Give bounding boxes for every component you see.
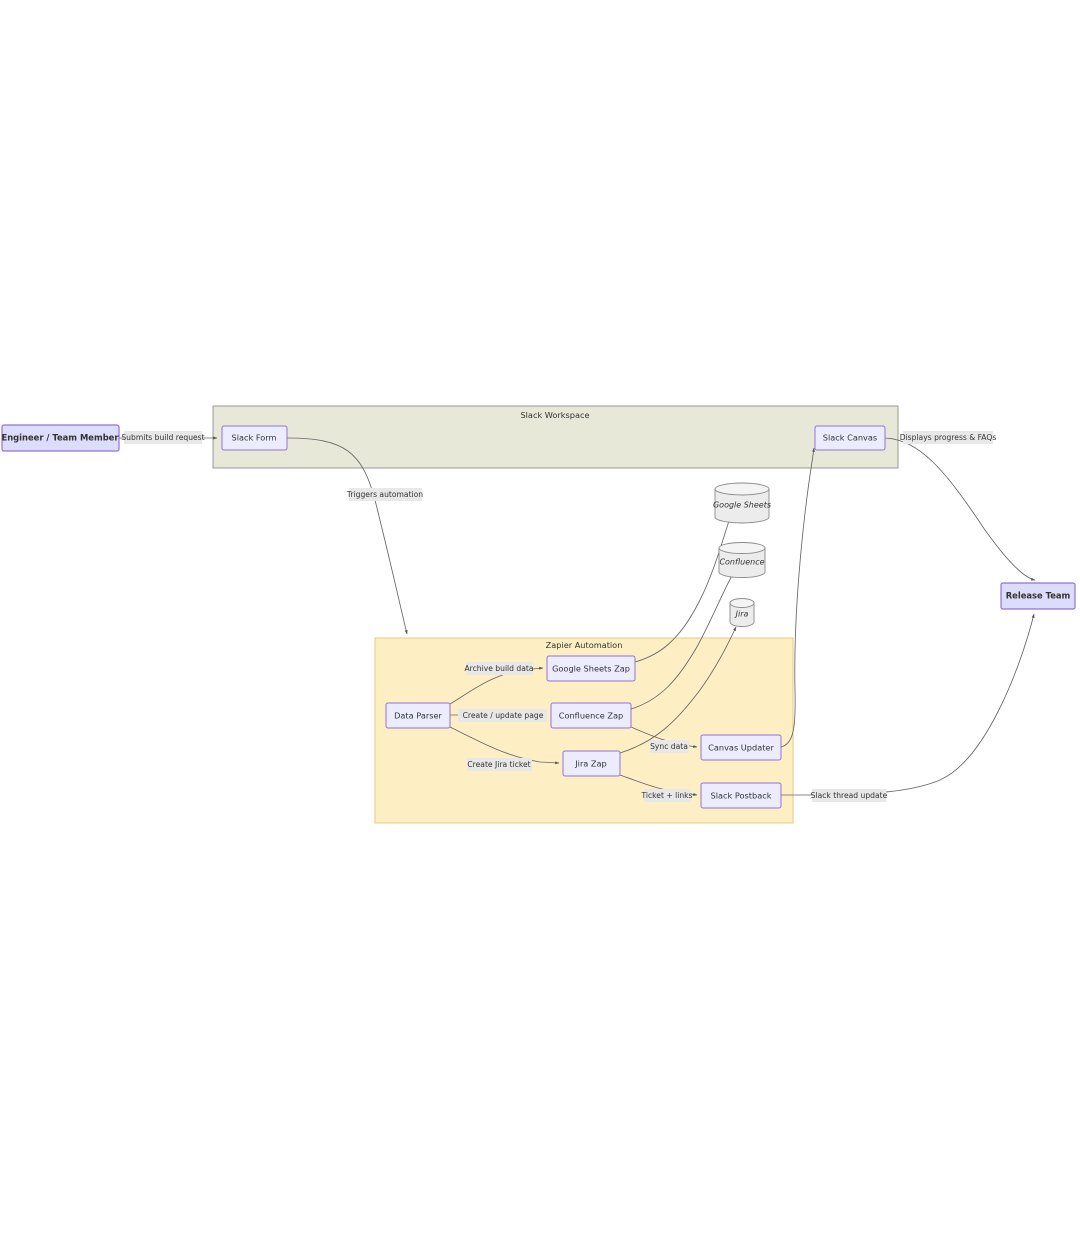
edge-label-submits-build-request: Submits build request — [121, 431, 205, 444]
google-sheets-zap-rect — [546, 655, 636, 682]
google-sheets-cylinder-top — [714, 482, 770, 496]
canvas-updater-label: Canvas Updater — [708, 743, 774, 753]
edge-label-text-e3: Archive build data — [464, 664, 533, 673]
edge-path-e12 — [884, 437, 1036, 581]
edge-path-e6 — [634, 517, 731, 663]
edge-canvas-updater-to-slack-canvas — [780, 447, 815, 748]
edge-path-e13 — [780, 613, 1035, 796]
google-sheets-zap-label: Google Sheets Zap — [552, 664, 630, 674]
node-confluence[interactable]: Confluence — [718, 542, 766, 578]
release-team-label: Release Team — [1006, 591, 1071, 601]
cluster-slack-workspace-rect — [212, 405, 899, 469]
confluence-cylinder-body — [718, 547, 766, 578]
edge-label-bg-e5 — [467, 758, 532, 771]
edge-path-e11 — [780, 447, 815, 748]
jira-label: Jira — [734, 610, 749, 619]
edge-label-text-e1: Submits build request — [121, 433, 204, 442]
confluence-zap-label: Confluence Zap — [559, 711, 623, 721]
data-parser-rect — [385, 702, 451, 729]
edge-displays-progress-and-faqs — [884, 437, 1036, 581]
edge-label-displays-progress-and-faqs: Displays progress & FAQs — [900, 431, 997, 444]
edge-label-text-e9: Sync data — [650, 742, 688, 751]
data-parser-label: Data Parser — [394, 711, 442, 721]
cluster-slack-workspace: Slack Workspace — [212, 405, 899, 469]
confluence-zap-rect — [550, 702, 632, 729]
edge-label-text-e4: Create / update page — [463, 711, 544, 720]
edge-label-bg-e10 — [644, 789, 691, 802]
edge-confluence-zap-to-confluence — [630, 573, 734, 710]
node-canvas-updater[interactable]: Canvas Updater — [700, 734, 782, 761]
cluster-slack-workspace-title: Slack Workspace — [520, 410, 589, 420]
edge-label-bg-e4 — [458, 709, 547, 722]
edge-label-text-e5: Create Jira ticket — [467, 760, 530, 769]
node-slack-postback[interactable]: Slack Postback — [700, 782, 782, 809]
edge-label-bg-e12 — [903, 431, 993, 444]
cluster-zapier-automation-title: Zapier Automation — [546, 640, 623, 650]
jira-cylinder-body — [729, 602, 755, 627]
node-jira[interactable]: Jira — [729, 598, 755, 627]
confluence-cylinder-top — [718, 542, 766, 554]
edge-slack-thread-update — [780, 613, 1035, 796]
jira-zap-label: Jira Zap — [574, 759, 607, 769]
node-data-parser[interactable]: Data Parser — [385, 702, 451, 729]
node-engineer-team-member[interactable]: Engineer / Team Member — [1, 424, 120, 452]
slack-form-rect — [221, 425, 288, 451]
edge-label-text-e12: Displays progress & FAQs — [900, 433, 997, 442]
slack-form-label: Slack Form — [232, 433, 277, 443]
node-release-team[interactable]: Release Team — [1000, 582, 1076, 610]
node-google-sheets-zap[interactable]: Google Sheets Zap — [546, 655, 636, 682]
canvas-updater-rect — [700, 734, 782, 761]
slack-postback-rect — [700, 782, 782, 809]
slack-postback-label: Slack Postback — [711, 791, 772, 801]
edge-label-sync-data: Sync data — [650, 740, 689, 753]
edge-path-e7 — [630, 573, 734, 710]
edge-jira-zap-to-jira — [619, 626, 737, 754]
google-sheets-label: Google Sheets — [713, 501, 771, 510]
edge-path-e8 — [619, 626, 737, 754]
engineer-team-member-rect — [1, 424, 120, 452]
node-jira-zap[interactable]: Jira Zap — [562, 750, 621, 777]
edge-label-create-update-page: Create / update page — [458, 709, 547, 722]
edge-label-archive-build-data: Archive build data — [464, 662, 534, 675]
edge-sheets-zap-to-google-sheets — [634, 517, 731, 663]
google-sheets-cylinder-body — [714, 488, 770, 524]
edge-label-text-e13: Slack thread update — [811, 791, 888, 800]
node-confluence-zap[interactable]: Confluence Zap — [550, 702, 632, 729]
edge-label-ticket-plus-links: Ticket + links — [640, 789, 693, 802]
jira-cylinder-top — [729, 598, 755, 608]
slack-canvas-label: Slack Canvas — [823, 433, 877, 443]
edge-path-e5 — [449, 726, 560, 765]
edge-create-jira-ticket — [449, 726, 560, 765]
confluence-label: Confluence — [719, 558, 764, 567]
node-slack-canvas[interactable]: Slack Canvas — [814, 425, 886, 451]
edge-label-bg-e13 — [812, 789, 886, 802]
release-team-rect — [1000, 582, 1076, 610]
edge-label-bg-e1 — [124, 431, 202, 444]
edge-label-slack-thread-update: Slack thread update — [811, 789, 888, 802]
edge-label-create-jira-ticket: Create Jira ticket — [467, 758, 532, 771]
edge-sync-data — [630, 726, 698, 748]
edge-path-e9 — [630, 726, 698, 748]
jira-zap-rect — [562, 750, 621, 777]
edge-label-bg-e2 — [349, 488, 422, 501]
edge-label-text-e2: Triggers automation — [346, 490, 423, 499]
node-slack-form[interactable]: Slack Form — [221, 425, 288, 451]
node-google-sheets[interactable]: Google Sheets — [713, 482, 771, 524]
engineer-team-member-label: Engineer / Team Member — [1, 433, 119, 443]
edge-label-text-e10: Ticket + links — [640, 791, 692, 800]
slack-canvas-rect — [814, 425, 886, 451]
edge-label-bg-e9 — [650, 740, 689, 753]
edge-label-bg-e3 — [466, 662, 533, 675]
edge-label-triggers-automation: Triggers automation — [346, 488, 423, 501]
